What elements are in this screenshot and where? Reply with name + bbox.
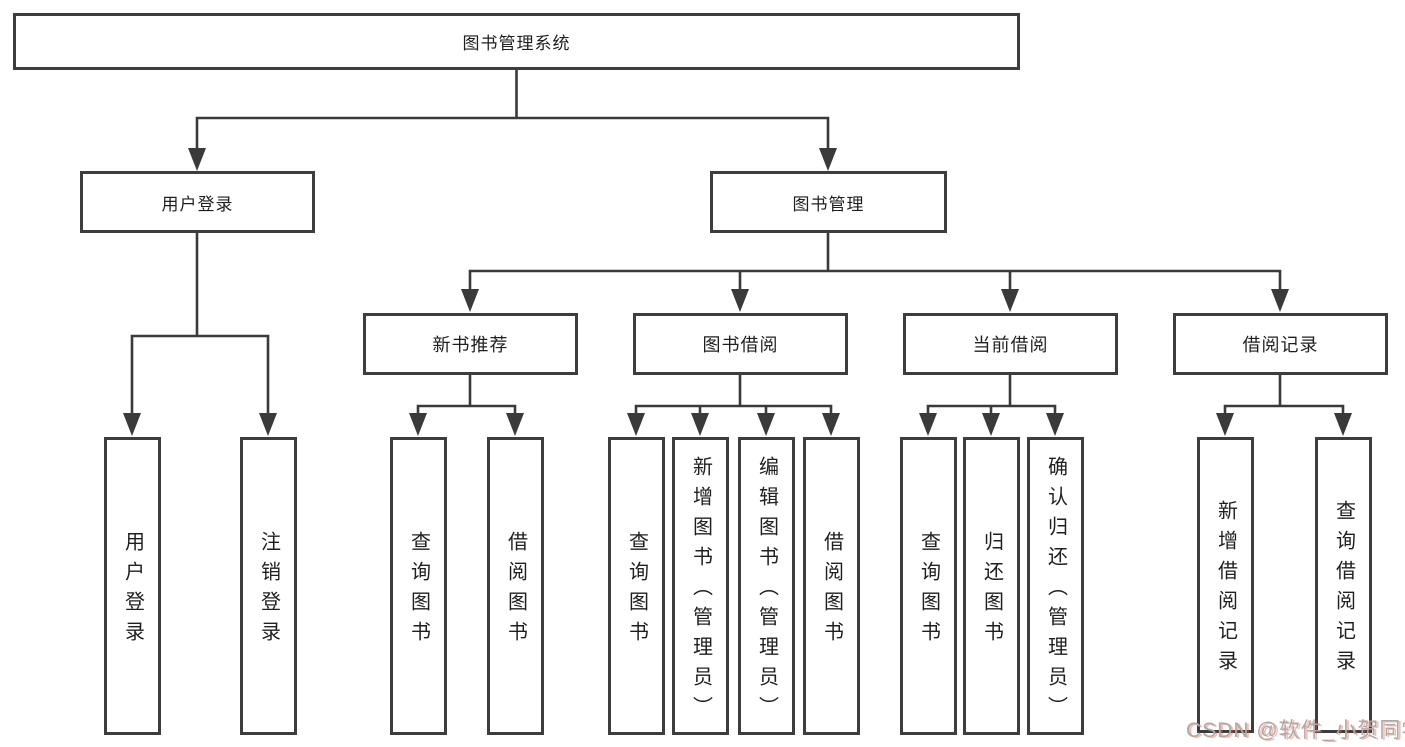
leaf-confirm-return-admin: 确认归还（管理员）: [1027, 437, 1084, 735]
node-label: 用户登录: [121, 531, 144, 651]
node-label: 确认归还（管理员）: [1044, 456, 1067, 726]
node-current-borrow: 当前借阅: [903, 313, 1118, 375]
node-label: 编辑图书（管理员）: [755, 456, 778, 726]
node-label: 图书借阅: [702, 335, 779, 355]
leaf-query-books-current: 查询图书: [900, 437, 957, 735]
node-label: 新增图书（管理员）: [689, 456, 712, 726]
arrowhead-icons: [123, 148, 1352, 436]
leaf-query-borrow-record: 查询借阅记录: [1315, 437, 1372, 733]
node-library-management-system: 图书管理系统: [13, 13, 1020, 70]
node-label: 查询借阅记录: [1332, 500, 1355, 680]
leaf-borrow-books: 借阅图书: [803, 437, 860, 735]
node-label: 查询图书: [625, 531, 648, 651]
leaf-return-books: 归还图书: [963, 437, 1020, 735]
node-label: 新书推荐: [432, 335, 509, 355]
leaf-add-books-admin: 新增图书（管理员）: [672, 437, 729, 735]
leaf-borrow-books-recommend: 借阅图书: [487, 437, 544, 735]
node-borrow-records: 借阅记录: [1173, 313, 1388, 375]
node-label: 用户登录: [161, 194, 234, 214]
node-label: 归还图书: [980, 531, 1003, 651]
leaf-add-borrow-record: 新增借阅记录: [1197, 437, 1254, 733]
leaf-edit-books-admin: 编辑图书（管理员）: [738, 437, 795, 735]
node-label: 查询图书: [917, 531, 940, 651]
node-label: 注销登录: [257, 531, 280, 651]
node-label: 图书管理: [792, 194, 865, 214]
node-user-login: 用户登录: [80, 171, 315, 233]
connector-edges: [130, 70, 1345, 416]
node-label: 图书管理系统: [462, 34, 571, 53]
leaf-query-books-borrow: 查询图书: [608, 437, 665, 735]
leaf-user-login: 用户登录: [104, 437, 161, 735]
node-label: 当前借阅: [972, 335, 1049, 355]
node-book-management: 图书管理: [710, 171, 947, 233]
node-label: 借阅图书: [504, 531, 527, 651]
leaf-query-books-recommend: 查询图书: [390, 437, 447, 735]
node-label: 借阅记录: [1242, 335, 1319, 355]
node-label: 新增借阅记录: [1214, 500, 1237, 680]
node-new-book-recommend: 新书推荐: [363, 313, 578, 375]
node-label: 借阅图书: [820, 531, 843, 651]
leaf-logout: 注销登录: [240, 437, 297, 735]
node-label: 查询图书: [407, 531, 430, 651]
node-book-borrow: 图书借阅: [633, 313, 848, 375]
